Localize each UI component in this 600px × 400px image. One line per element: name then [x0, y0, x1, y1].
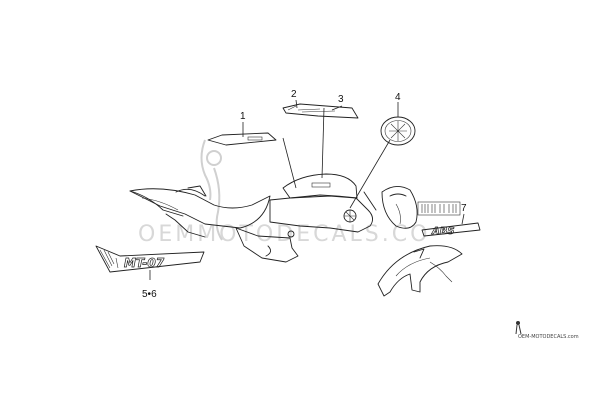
barcode-sticker	[417, 201, 461, 216]
tank-top-decal	[282, 103, 359, 119]
callout-7: 7	[461, 203, 467, 214]
callout-4: 4	[395, 92, 401, 103]
site-url-text: OEM-MOTODECALS.com	[518, 334, 579, 340]
abs-decal: ABS	[421, 222, 481, 237]
model-decal: MT-07	[95, 245, 205, 273]
tank-side-decal	[207, 132, 277, 146]
front-fender	[377, 245, 463, 297]
callout-1: 1	[240, 111, 246, 122]
tuning-fork-emblem-icon	[380, 116, 416, 146]
model-decal-text: MT-07	[124, 256, 165, 270]
leader-lines	[149, 99, 465, 280]
site-logo-icon	[515, 321, 522, 335]
callout-5-6: 5•6	[142, 289, 157, 300]
callout-2: 2	[291, 89, 297, 100]
headlight-cowl	[381, 186, 418, 229]
watermark-logo-icon	[200, 139, 223, 241]
fuel-tank	[282, 173, 358, 199]
abs-decal-text: ABS	[431, 226, 455, 237]
motorcycle-seat-tail	[129, 185, 271, 238]
callout-3: 3	[338, 94, 344, 105]
lower-fairing	[235, 227, 299, 263]
side-shroud	[269, 191, 377, 233]
watermark-text: OEMMOTODECALS.CO	[138, 222, 430, 247]
